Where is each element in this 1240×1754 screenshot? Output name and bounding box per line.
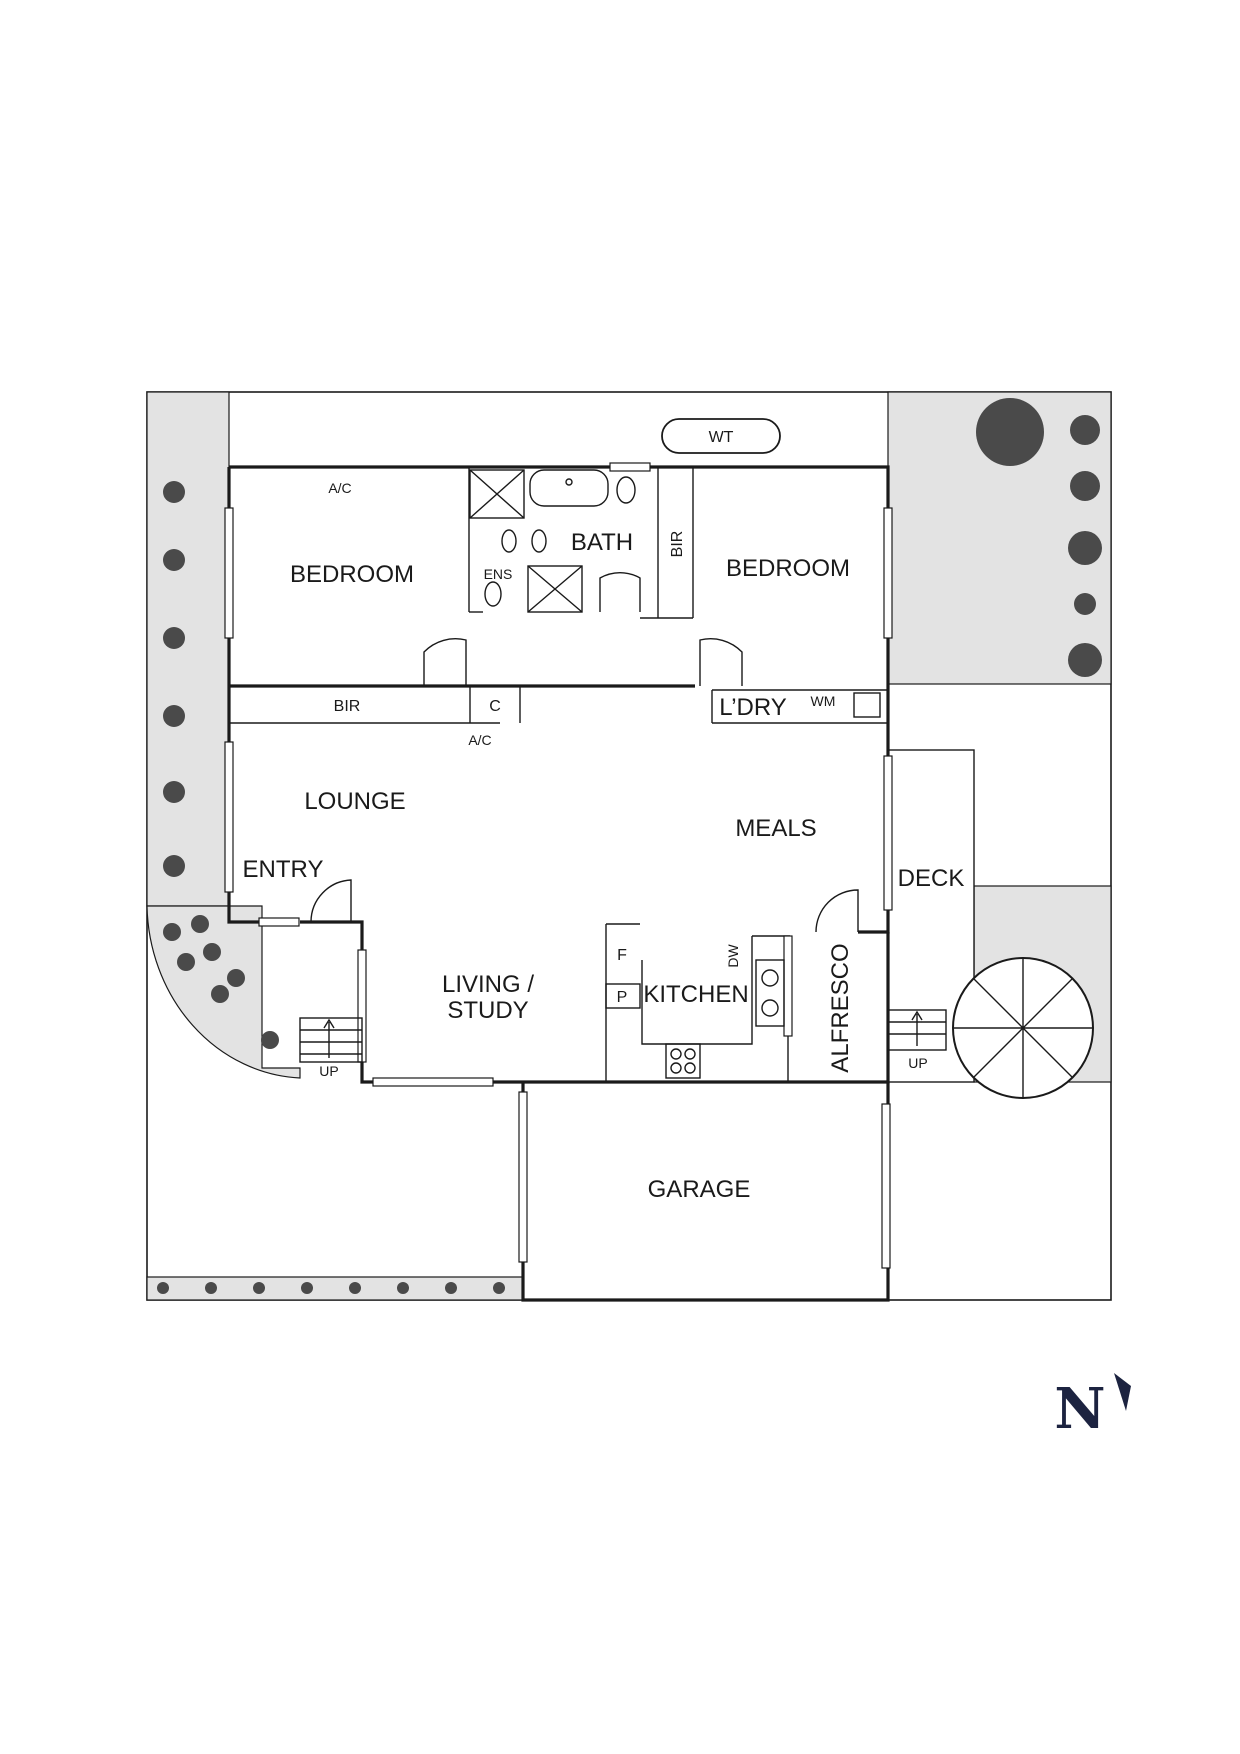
- shower-icon: [469, 469, 525, 519]
- boundary-dots: [157, 1282, 505, 1294]
- laundry-label: L’DRY: [719, 694, 787, 721]
- shrub-icon: [1068, 531, 1102, 565]
- shrub-icon: [177, 953, 195, 971]
- alfresco-label: ALFRESCO: [827, 943, 854, 1072]
- cooktop-icon: [665, 1043, 701, 1079]
- water-tank: WT: [661, 418, 781, 454]
- entry-steps: [299, 1017, 363, 1063]
- toilet-icon: [616, 476, 636, 504]
- ensuite-label: ENS: [484, 566, 513, 582]
- pantry-label: P: [617, 989, 628, 1006]
- shrub-icon: [163, 481, 185, 503]
- entry-label: ENTRY: [243, 856, 324, 883]
- tree-icon: [976, 398, 1044, 466]
- windows: [224, 462, 893, 1269]
- shrubs: [163, 398, 1102, 1099]
- shrub-icon: [211, 985, 229, 1003]
- washing-machine-label: WM: [811, 693, 836, 709]
- shrub-icon: [227, 969, 245, 987]
- shrub-icon: [1070, 415, 1100, 445]
- shrub-icon: [261, 1031, 279, 1049]
- bedroom-2-label: BEDROOM: [726, 555, 850, 582]
- shrub-icon: [1074, 593, 1096, 615]
- labels: A/C A/C BEDROOM BEDROOM BATH ENS BIR BIR…: [243, 480, 965, 1203]
- bath-fixtures: [469, 469, 636, 613]
- kitchen-label: KITCHEN: [643, 981, 748, 1008]
- doors: [310, 571, 859, 933]
- water-tank-label: WT: [709, 429, 734, 446]
- sink-icon: [501, 529, 517, 553]
- shower-icon: [527, 565, 583, 613]
- bir-label: BIR: [334, 698, 361, 715]
- garden-west: [146, 391, 230, 907]
- garage-label: GARAGE: [648, 1176, 751, 1203]
- meals-label: MEALS: [735, 815, 816, 842]
- deck-label: DECK: [898, 865, 965, 892]
- shrub-icon: [163, 923, 181, 941]
- sink-icon: [531, 529, 547, 553]
- sink-icon: [755, 959, 785, 1027]
- dishwasher-label: DW: [725, 944, 741, 968]
- shrub-icon: [1070, 471, 1100, 501]
- lounge-label: LOUNGE: [304, 788, 405, 815]
- shrub-icon: [203, 943, 221, 961]
- deck-steps: [887, 1009, 947, 1051]
- shrub-icon: [163, 705, 185, 727]
- study-label: STUDY: [447, 997, 528, 1024]
- bath-label: BATH: [571, 529, 633, 556]
- shrub-icon: [191, 915, 209, 933]
- toilet-icon: [484, 581, 502, 607]
- living-label: LIVING /: [442, 971, 534, 998]
- shrub-icon: [163, 627, 185, 649]
- ac-label: A/C: [328, 480, 351, 496]
- shrub-icon: [163, 549, 185, 571]
- garden-south-strip: [146, 1276, 524, 1301]
- north-label: N: [1054, 1376, 1105, 1442]
- shrub-icon: [1068, 643, 1102, 677]
- bir-label: BIR: [669, 531, 686, 558]
- bathtub-icon: [529, 469, 609, 507]
- up-label: UP: [908, 1055, 927, 1071]
- fridge-label: F: [617, 947, 627, 964]
- shrub-icon: [163, 781, 185, 803]
- kitchen-fixtures: [665, 959, 785, 1079]
- up-label: UP: [319, 1063, 338, 1079]
- bedroom-1-label: BEDROOM: [290, 561, 414, 588]
- shrub-icon: [163, 855, 185, 877]
- north-arrow-icon: N: [1054, 1373, 1131, 1442]
- cupboard-label: C: [489, 698, 501, 715]
- ac-label: A/C: [468, 732, 491, 748]
